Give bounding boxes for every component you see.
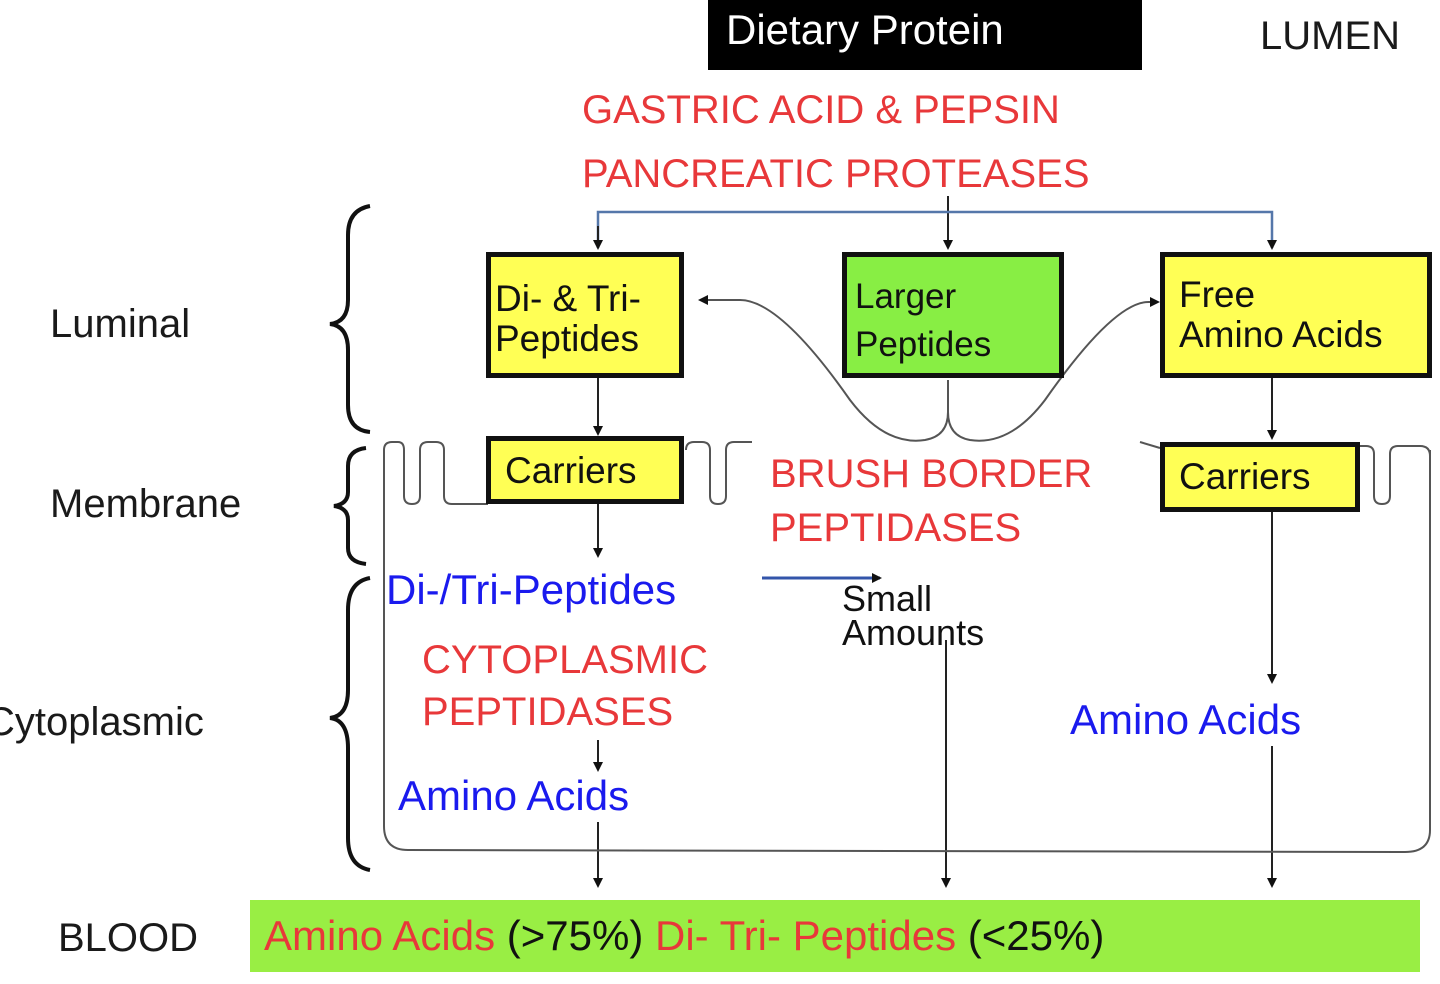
small-amounts-line2: Amounts <box>842 612 985 653</box>
larger-peptides-line2: Peptides <box>855 325 992 364</box>
luminal-label: Luminal <box>50 302 191 346</box>
membrane-label: Membrane <box>50 482 242 526</box>
blood-bar: Amino Acids (>75%) Di- Tri- Peptides (<2… <box>250 900 1420 972</box>
carriers-right-box: Carriers <box>1160 442 1360 512</box>
di-tri-peptides-line2: Peptides <box>495 318 639 359</box>
larger-peptides-box: Larger Peptides <box>842 252 1064 378</box>
di-tri-peptides-box: Di- & Tri- Peptides <box>486 252 684 378</box>
blood-di-tri-peptides-pct: (<25%) <box>967 912 1105 959</box>
blood-amino-acids-pct: (>75%) <box>506 912 644 959</box>
brush-border-peptidases-line1: BRUSH BORDER <box>770 452 1093 496</box>
free-amino-acids-box: Free Amino Acids <box>1160 252 1432 378</box>
cytoplasmic-peptidases-line2: PEPTIDASES <box>422 690 674 734</box>
brush-border-peptidases-line2: PEPTIDASES <box>770 506 1022 550</box>
blood-label: BLOOD <box>58 916 199 960</box>
free-amino-acids-line1: Free <box>1179 274 1256 315</box>
larger-peptides-line1: Larger <box>855 277 957 316</box>
di-tri-peptides-line1: Di- & Tri- <box>495 278 641 319</box>
carriers-left-box: Carriers <box>486 436 684 504</box>
dietary-protein-label: Dietary Protein <box>726 6 1004 53</box>
free-amino-acids-line2: Amino Acids <box>1179 314 1383 355</box>
carriers-right-label: Carriers <box>1179 456 1311 497</box>
carriers-left-label: Carriers <box>505 450 637 491</box>
amino-acids-right: Amino Acids <box>1070 696 1302 743</box>
gastric-acid-pepsin-label: GASTRIC ACID & PEPSIN <box>582 88 1060 132</box>
cytoplasmic-peptidases-line1: CYTOPLASMIC <box>422 638 708 682</box>
dietary-protein-banner: Dietary Protein <box>708 0 1142 70</box>
pancreatic-proteases-label: PANCREATIC PROTEASES <box>582 152 1090 196</box>
amino-acids-left: Amino Acids <box>398 772 630 819</box>
blood-amino-acids: Amino Acids <box>264 912 496 959</box>
lumen-label: LUMEN <box>1260 14 1401 58</box>
blood-di-tri-peptides: Di- Tri- Peptides <box>655 912 957 959</box>
small-amounts-line1: Small <box>842 578 933 619</box>
di-tri-peptides-cytoplasm: Di-/Tri-Peptides <box>386 566 677 613</box>
cytoplasmic-label: Cytoplasmic <box>0 700 204 744</box>
